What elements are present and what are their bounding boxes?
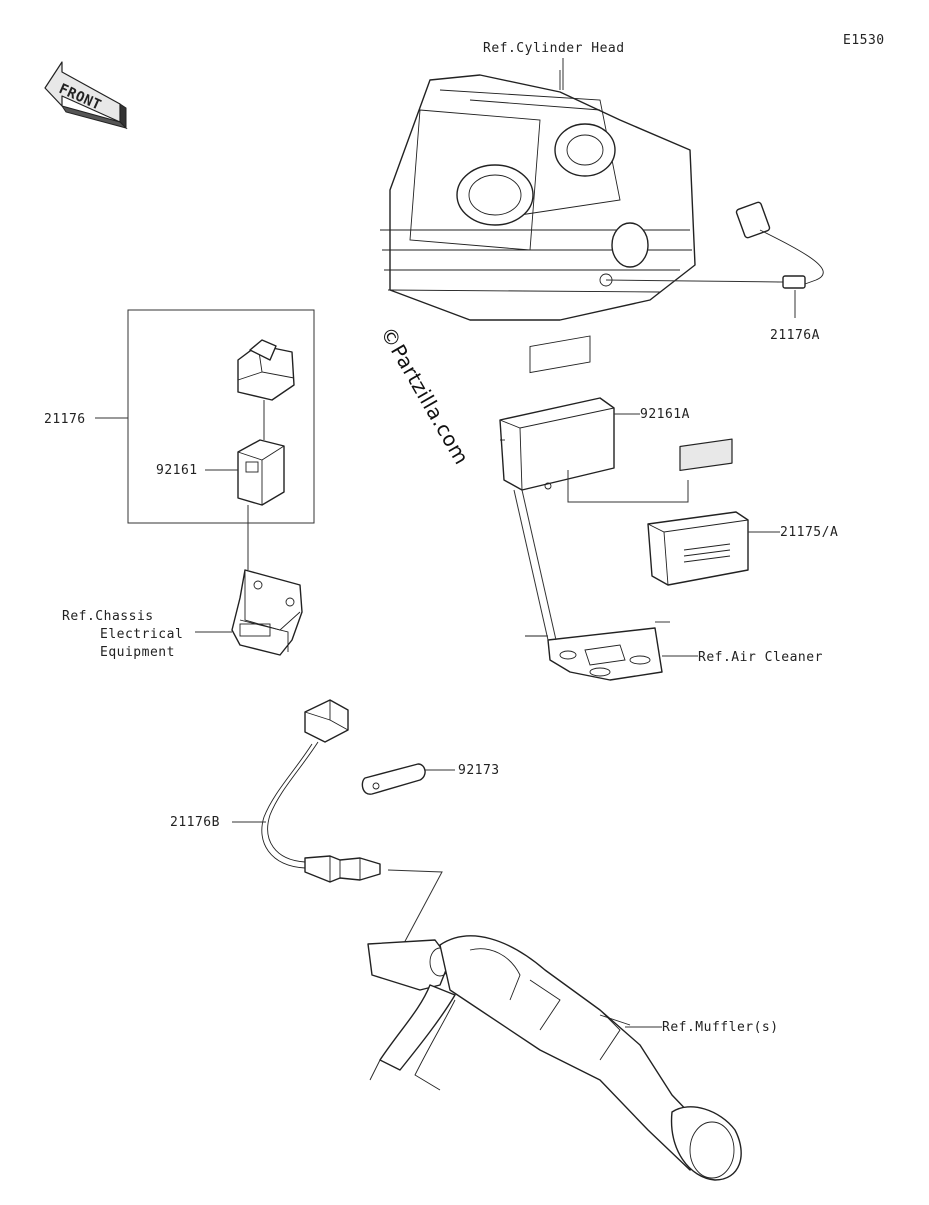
label-ref-muffler: Ref.Muffler(s) [662,1020,779,1035]
label-ref-chassis-line2: Electrical [100,627,183,642]
svg-text:©Partzilla.com: ©Partzilla.com [376,323,474,469]
label-ref-air-cleaner: Ref.Air Cleaner [698,650,823,665]
label-21176A: 21176A [770,328,820,343]
sensor-21176A [735,201,824,289]
air-cleaner-bracket [525,621,670,681]
label-92161A: 92161A [640,407,690,422]
cylinder-head [380,70,696,321]
label-ref-chassis-line1: Ref.Chassis [62,609,154,624]
label-ref-chassis-line3: Equipment [100,645,175,660]
group-bracket-21176 [127,309,315,524]
front-arrow-icon: FRONT [44,61,128,130]
label-21176: 21176 [44,412,86,427]
diagram-code: E1530 [843,33,885,48]
label-21176B: 21176B [170,815,220,830]
exhaust-pipe [367,935,742,1181]
sensor-21176B [261,699,381,883]
relay-connector [237,339,295,401]
clamp-92173 [361,763,426,795]
connector-92161 [237,439,285,506]
chassis-bracket [231,569,303,656]
ecu-21175A [647,438,749,586]
watermark: ©Partzilla.com [376,323,474,469]
ecu-case-92161A [499,335,615,491]
label-ref-cylinder-head: Ref.Cylinder Head [483,41,625,56]
label-92173: 92173 [458,763,500,778]
label-92161: 92161 [156,463,198,478]
label-21175A: 21175/A [780,525,838,540]
